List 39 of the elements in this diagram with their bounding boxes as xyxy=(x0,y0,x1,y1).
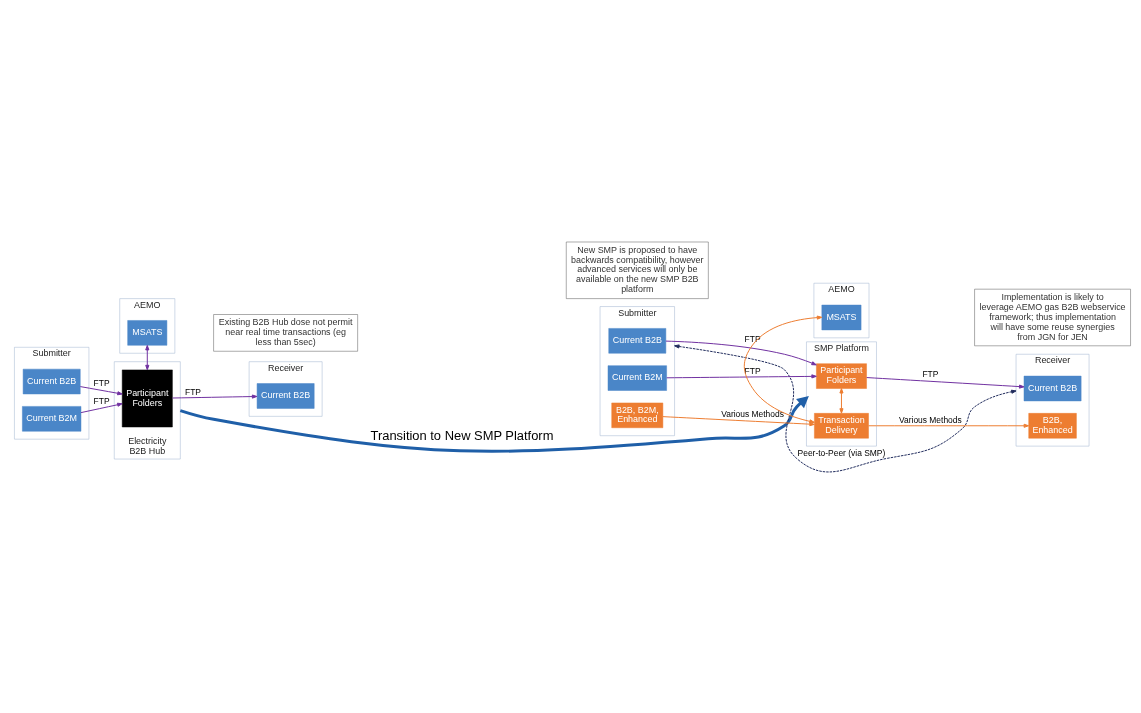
node-box: New SMP is proposed to have backwards compatibility, however advanced services will only be available on the new SMP B2B platform xyxy=(566,241,709,299)
node-box: Existing B2B Hub dose not permit near real time transactions (eg less than 5sec) xyxy=(213,313,358,351)
arrow xyxy=(80,402,123,413)
arrow xyxy=(866,376,1025,389)
arrow xyxy=(79,385,123,395)
node-box: MSATS xyxy=(821,304,862,330)
arrow xyxy=(172,394,258,399)
node-box: B2B, B2M, Enhanced xyxy=(611,402,664,428)
node-box: Current B2B xyxy=(22,368,81,394)
arrow xyxy=(674,343,1017,472)
edge-label: Peer-to-Peer (via SMP) xyxy=(797,447,886,458)
arrow xyxy=(868,423,1030,428)
arrow xyxy=(839,387,844,414)
edge-label: FTP xyxy=(744,365,761,376)
edge-label: Various Methods xyxy=(721,408,784,419)
node-box: Current B2B xyxy=(256,382,315,409)
node-box: Participant Folders xyxy=(816,362,867,389)
edge-label: FTP xyxy=(93,377,110,388)
arrow xyxy=(179,395,809,453)
node-box: Transaction Delivery xyxy=(814,412,869,438)
arrow xyxy=(665,340,817,365)
edge-label: FTP xyxy=(744,333,761,344)
arrow xyxy=(743,315,823,423)
node-box: Current B2B xyxy=(608,327,667,353)
node-box: Implementation is likely to leverage AEMO gas B2B webservice framework; thus implementation will have some reuse synergies from JGN for JEN xyxy=(974,288,1131,346)
node-box: Participant Folders xyxy=(121,369,173,427)
node-box: B2B, Enhanced xyxy=(1028,412,1077,438)
edge-label: FTP xyxy=(93,395,110,406)
edge-label: Transition to New SMP Platform xyxy=(370,427,554,443)
edge-label: Various Methods xyxy=(899,414,962,425)
node-box: Current B2M xyxy=(22,405,82,431)
arrow xyxy=(145,344,150,370)
node-box: Current B2M xyxy=(607,364,667,391)
edge-label: FTP xyxy=(922,368,939,379)
node-box: Current B2B xyxy=(1023,375,1082,401)
arrow xyxy=(666,373,817,378)
edge-label: FTP xyxy=(185,386,201,397)
arrow xyxy=(662,415,815,426)
node-box: MSATS xyxy=(127,319,168,346)
